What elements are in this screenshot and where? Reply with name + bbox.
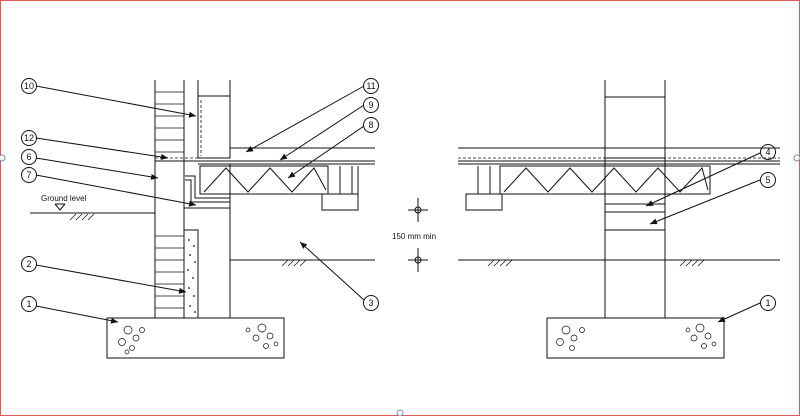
svg-text:6: 6	[26, 152, 31, 162]
right-wall-detail	[458, 80, 780, 359]
resize-grip-bottom[interactable]	[396, 409, 404, 416]
svg-text:4: 4	[765, 147, 770, 157]
callout-12: 12	[21, 130, 37, 146]
callout-10: 10	[21, 78, 37, 94]
svg-text:1: 1	[26, 299, 31, 309]
open-web-joist-right	[465, 165, 711, 211]
svg-text:5: 5	[765, 175, 770, 185]
svg-text:10: 10	[24, 81, 34, 91]
svg-text:8: 8	[368, 120, 373, 130]
callout-4: 4	[760, 144, 776, 160]
callout-8: 8	[363, 117, 379, 133]
ground-hatch-left	[69, 213, 95, 221]
svg-text:2: 2	[26, 259, 31, 269]
footing-rubble-left	[118, 323, 279, 355]
leader-lines	[35, 85, 761, 324]
ground-level-label: Ground level	[41, 194, 87, 203]
callout-9: 9	[363, 97, 379, 113]
callout-7: 7	[21, 167, 37, 183]
brick-courses	[155, 91, 184, 309]
resize-grip-left[interactable]	[0, 154, 6, 162]
svg-text:7: 7	[26, 170, 31, 180]
svg-text:3: 3	[368, 298, 373, 308]
svg-text:12: 12	[24, 133, 34, 143]
resize-grip-right[interactable]	[793, 154, 800, 162]
callout-5: 5	[760, 172, 776, 188]
left-wall-detail	[30, 80, 375, 359]
callout-2: 2	[21, 256, 37, 272]
clearance-label: 150 mm min	[392, 232, 436, 241]
ground-hatch-center-left	[281, 259, 307, 267]
callout-1-right: 1	[760, 295, 776, 311]
footing-rubble-right	[556, 323, 717, 351]
svg-text:11: 11	[366, 81, 375, 91]
svg-text:9: 9	[368, 100, 373, 110]
callout-6: 6	[21, 149, 37, 165]
callout-11: 11	[363, 78, 379, 94]
callout-3: 3	[363, 295, 379, 311]
clearance-dimension: 150 mm min	[392, 198, 436, 272]
open-web-joist-left	[199, 165, 359, 211]
callout-1-left: 1	[21, 296, 37, 312]
ground-hatch-right	[487, 259, 705, 267]
cavity-fill	[187, 239, 196, 313]
svg-text:1: 1	[765, 298, 770, 308]
